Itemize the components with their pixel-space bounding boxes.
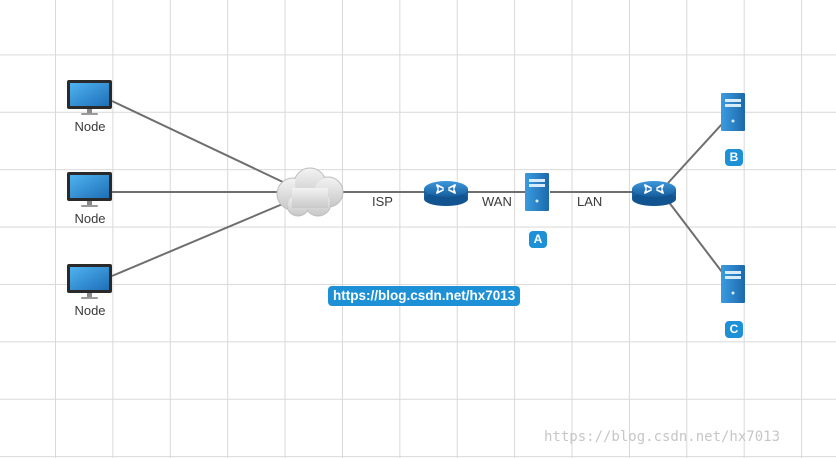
connection-lines <box>111 100 723 277</box>
cloud-icon <box>276 167 344 217</box>
node-label-3: Node <box>74 303 106 318</box>
link-node3-cloud <box>111 202 286 277</box>
isp-label: ISP <box>372 194 393 209</box>
url-banner: https://blog.csdn.net/hx7013 <box>328 286 521 306</box>
node-label-2: Node <box>74 211 106 226</box>
lan-label: LAN <box>577 194 603 209</box>
wan-label: WAN <box>482 194 512 209</box>
server-icon <box>721 93 745 131</box>
monitor-icon <box>67 264 112 299</box>
server-c-badge: C <box>725 321 743 338</box>
server-icon <box>721 265 745 303</box>
link-router2-serverB <box>667 123 723 184</box>
router-icon <box>632 181 676 206</box>
server-b-badge: B <box>725 149 743 166</box>
link-router2-serverC <box>667 200 723 273</box>
node-label-1: Node <box>74 119 106 134</box>
monitor-icon <box>67 80 112 115</box>
server-a-badge: A <box>529 231 547 248</box>
server-icon <box>525 173 549 211</box>
router-icon <box>424 181 468 206</box>
monitor-icon <box>67 172 112 207</box>
watermark-text: https://blog.csdn.net/hx7013 <box>544 429 781 445</box>
link-node1-cloud <box>111 100 286 184</box>
